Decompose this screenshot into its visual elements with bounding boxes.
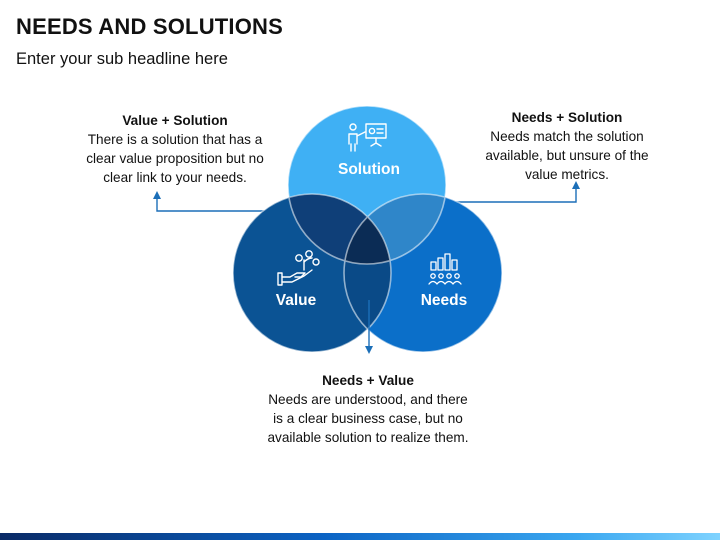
callout-needs-value-line: Needs are understood, and there: [268, 392, 468, 407]
hand-money-icon: [277, 250, 320, 286]
callout-value-solution-line: clear link to your needs.: [103, 170, 247, 185]
circle-needs-label: Needs: [421, 292, 468, 309]
presentation-icon: [348, 123, 387, 152]
audience-icon: [428, 253, 462, 285]
page-subtitle: Enter your sub headline here: [16, 50, 228, 68]
footer-gradient-bar: [0, 533, 720, 540]
page-title: NEEDS AND SOLUTIONS: [16, 14, 284, 39]
callout-needs-value-title: Needs + Value: [322, 373, 414, 388]
callout-needs-solution-line: available, but unsure of the: [485, 148, 649, 163]
callout-value-solution-title: Value + Solution: [122, 113, 228, 128]
callout-value-solution: Value + Solution There is a solution tha…: [55, 111, 295, 187]
connector-needs-value: [365, 300, 373, 354]
callout-value-solution-line: clear value proposition but no: [86, 151, 264, 166]
callout-needs-solution: Needs + Solution Needs match the solutio…: [458, 108, 676, 184]
callout-needs-solution-line: value metrics.: [525, 167, 609, 182]
connector-needs-solution: [415, 181, 580, 203]
overlap-needs-solution: [344, 194, 446, 264]
callout-value-solution-line: There is a solution that has a: [87, 132, 263, 147]
callout-needs-solution-title: Needs + Solution: [511, 110, 623, 125]
callout-needs-value-line: is a clear business case, but no: [273, 411, 463, 426]
overlap-value-solution: [288, 194, 391, 264]
circle-value-label: Value: [276, 292, 317, 309]
circle-solution-label: Solution: [338, 161, 400, 178]
callout-needs-value-line: available solution to realize them.: [267, 430, 469, 445]
callout-needs-solution-line: Needs match the solution: [490, 129, 644, 144]
callout-needs-value: Needs + Value Needs are understood, and …: [246, 371, 490, 447]
